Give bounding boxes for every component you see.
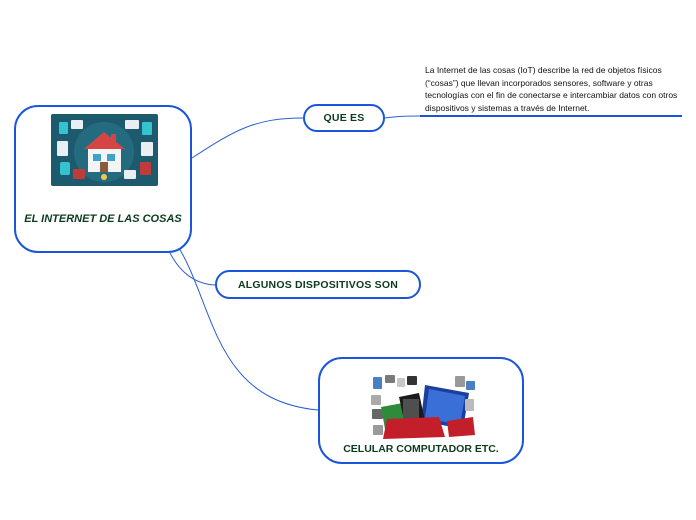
topic-que-es[interactable]: QUE ES [303,104,385,132]
note-text: La Internet de las cosas (IoT) describe … [425,65,678,113]
central-topic-node[interactable]: EL INTERNET DE LAS COSAS [14,105,192,253]
connector-to-algunos [169,252,216,286]
topic-algunos-dispositivos[interactable]: ALGUNOS DISPOSITIVOS SON [215,270,421,299]
connector-to-que-es [191,117,304,159]
smart-home-iot-icon [51,114,158,186]
central-topic-title: EL INTERNET DE LAS COSAS [24,213,182,225]
topic-celular-title: CELULAR COMPUTADOR ETC. [343,443,499,455]
connector-to-celular [173,239,319,411]
devices-collage-icon [369,373,477,439]
connector-to-note [384,115,421,119]
topic-celular-computador[interactable]: CELULAR COMPUTADOR ETC. [318,357,524,464]
